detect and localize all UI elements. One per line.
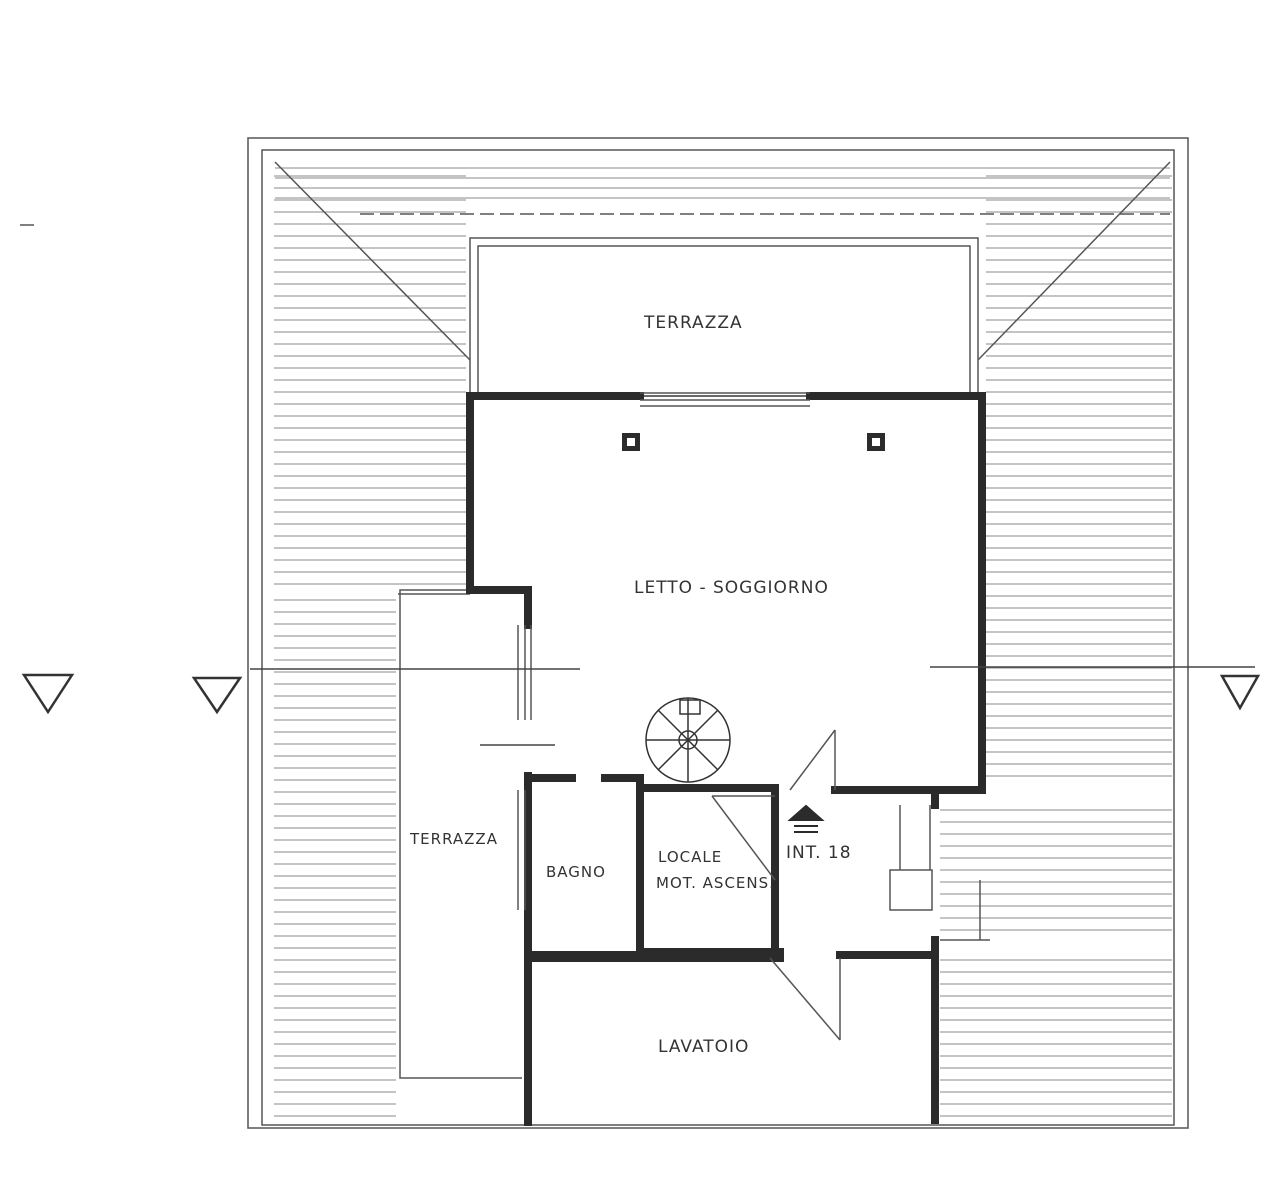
section-line [250, 666, 1255, 746]
label-terrazza-top: TERRAZZA [643, 313, 743, 333]
label-terrazza-left: TERRAZZA [409, 830, 498, 848]
entrance-arrow-icon [787, 804, 825, 833]
label-bagno: BAGNO [546, 863, 606, 881]
label-mot-ascens: MOT. ASCENS. [656, 874, 775, 892]
doors [711, 729, 990, 1041]
windows [517, 392, 810, 910]
terrace-top [469, 237, 979, 397]
roof-hatching [274, 167, 1172, 1117]
label-lavatoio: LAVATOIO [658, 1037, 749, 1057]
label-letto-soggiorno: LETTO - SOGGIORNO [634, 578, 829, 598]
columns [622, 433, 885, 451]
label-locale: LOCALE [658, 848, 722, 866]
walls [466, 392, 986, 1126]
terrace-left [398, 589, 522, 1079]
outer-outline [20, 137, 1189, 1129]
section-marker-icon [21, 673, 1261, 715]
spiral-staircase [645, 697, 731, 783]
label-interno: INT. 18 [786, 843, 852, 863]
